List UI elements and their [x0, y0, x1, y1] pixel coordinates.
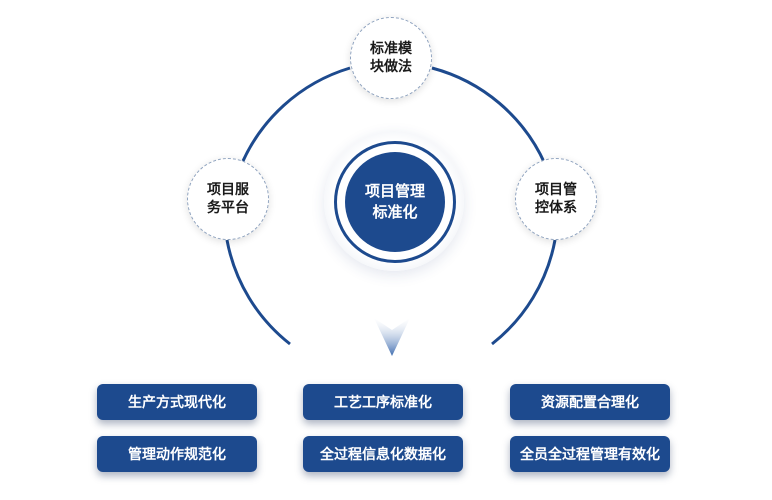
node-label: 标准模 块做法 [370, 41, 412, 75]
node-control-system: 项目管 控体系 [515, 158, 597, 240]
outcome-pill: 管理动作规范化 [97, 436, 257, 472]
outcome-pill: 工艺工序标准化 [303, 384, 463, 420]
node-label: 项目服 务平台 [207, 182, 249, 216]
node-label: 项目管 控体系 [535, 182, 577, 216]
outcome-pill: 资源配置合理化 [510, 384, 670, 420]
outcome-pill: 全员全过程管理有效化 [510, 436, 670, 472]
node-standard-module: 标准模 块做法 [350, 17, 432, 99]
center-label: 项目管理 标准化 [364, 182, 425, 221]
down-arrow-icon [374, 318, 410, 356]
node-service-platform: 项目服 务平台 [187, 158, 269, 240]
outcome-pill: 全过程信息化数据化 [303, 436, 463, 472]
outcome-pill: 生产方式现代化 [97, 384, 257, 420]
center-node: 项目管理 标准化 [345, 152, 445, 252]
center-ring: 项目管理 标准化 [334, 141, 456, 263]
